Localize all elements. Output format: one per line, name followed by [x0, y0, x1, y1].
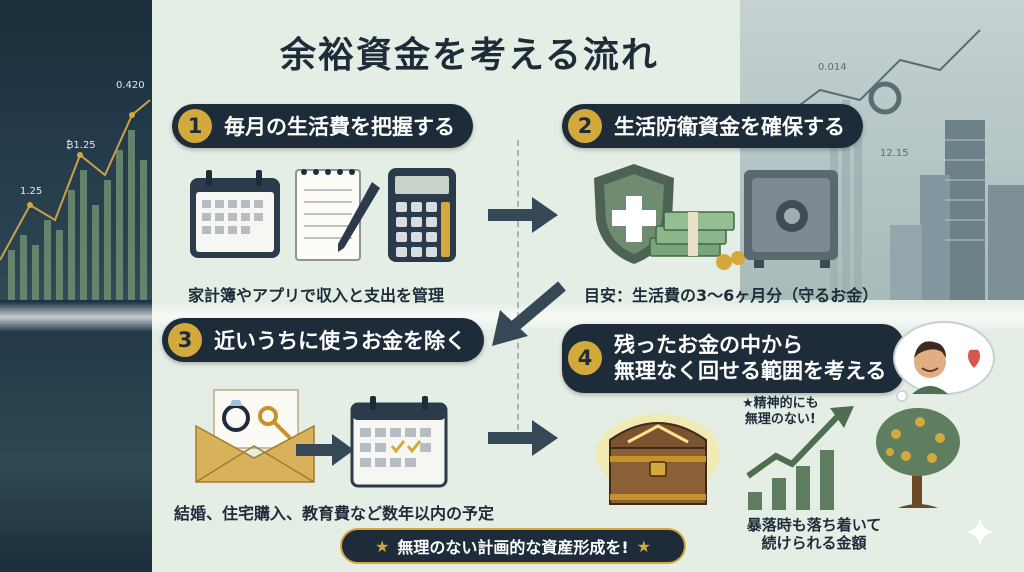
sparkle-icon — [966, 518, 994, 546]
bg-bar — [104, 180, 111, 300]
building — [890, 225, 922, 300]
step-number-badge: 4 — [568, 341, 602, 376]
arrow-right-icon — [488, 420, 558, 456]
step-number-badge: 2 — [568, 109, 602, 143]
tick-label: ₿1.25 — [66, 140, 96, 151]
calendar-icon — [190, 170, 280, 258]
step-2-heading: 2 生活防衛資金を確保する — [562, 104, 863, 148]
star-icon: ★ — [636, 536, 651, 556]
building — [920, 175, 950, 300]
step-label: 生活防衛資金を確保する — [614, 115, 845, 139]
growth-bar — [748, 492, 762, 510]
arrow-right-icon — [296, 434, 354, 466]
bg-bar — [8, 250, 15, 300]
step-label: 近いうちに使うお金を除く — [214, 329, 466, 353]
step-number-badge: 1 — [178, 109, 212, 143]
tick-label: 0.014 — [818, 62, 847, 73]
step-label-line2: 無理なく回せる範囲を考える — [614, 359, 887, 384]
building — [988, 185, 1024, 300]
step-number-badge: 3 — [168, 323, 202, 357]
page-title: 余裕資金を考える流れ — [280, 34, 659, 76]
growth-chart-icon — [746, 406, 854, 510]
star-icon: ★ — [375, 536, 390, 556]
bg-bar — [56, 230, 63, 300]
step-3-heading: 3 近いうちに使うお金を除く — [162, 318, 484, 362]
step-label: 毎月の生活費を把握する — [224, 115, 455, 139]
growth-note-line2: 無理のない! — [744, 411, 816, 427]
left-lower-panel — [0, 300, 152, 572]
thinking-person-icon — [893, 321, 995, 402]
building — [945, 120, 985, 300]
growth-bar — [820, 450, 834, 510]
calendar-check-icon — [350, 396, 448, 488]
step-caption-line2: 続けられる金額 — [761, 534, 867, 552]
left-bar-chart — [0, 99, 151, 300]
banner-text: 無理のない計画的な資産形成を! — [397, 538, 629, 557]
center-divider — [517, 140, 519, 440]
growth-bar — [772, 478, 786, 510]
bg-bar — [116, 150, 123, 300]
bg-bar — [92, 205, 99, 300]
calculator-icon — [388, 168, 456, 262]
step-caption: 目安：生活費の3〜6ヶ月分（守るお金） — [584, 286, 879, 305]
money-tree-icon — [876, 408, 960, 508]
step-4-caption: 暴落時も落ち着いて 続けられる金額 — [734, 516, 894, 552]
bg-bar — [32, 245, 39, 300]
bg-trend-line — [779, 29, 981, 121]
growth-bar — [796, 466, 810, 510]
tick-label: 0.420 — [116, 80, 145, 91]
money-stack-icon — [649, 211, 745, 270]
step-caption: 結婚、住宅購入、教育費など数年以内の予定 — [174, 504, 495, 523]
step-caption-line1: 暴落時も落ち着いて — [746, 516, 882, 534]
bg-bar — [20, 235, 27, 300]
bg-bar — [854, 130, 862, 300]
bg-bar — [80, 170, 87, 300]
step-4-heading: 4 残ったお金の中から 無理なく回せる範囲を考える — [562, 324, 905, 393]
growth-note: ★精神的にも 無理のない! — [742, 396, 819, 427]
tick-label: 1.25 — [20, 186, 43, 197]
bg-bar — [68, 190, 75, 300]
tick-label: 12.15 — [880, 148, 909, 159]
bottom-banner: ★ 無理のない計画的な資産形成を! ★ — [340, 528, 686, 564]
treasure-chest-icon — [596, 414, 720, 505]
step-label-line1: 残ったお金の中から — [614, 333, 803, 357]
right-city-skyline — [779, 29, 1024, 300]
bg-bar — [842, 100, 850, 300]
bg-bar — [44, 220, 51, 300]
step-1-heading: 1 毎月の生活費を把握する — [172, 104, 473, 148]
notebook-pen-icon — [295, 169, 380, 261]
bg-bar — [128, 130, 135, 300]
bg-bar — [140, 160, 147, 300]
arrow-right-icon — [488, 197, 558, 233]
safe-icon — [744, 170, 838, 268]
arrow-down-left-icon — [492, 281, 566, 346]
envelope-ring-key-icon — [195, 389, 315, 483]
step-caption: 家計簿やアプリで収入と支出を管理 — [188, 286, 445, 305]
growth-note-line1: ★精神的にも — [742, 396, 819, 411]
